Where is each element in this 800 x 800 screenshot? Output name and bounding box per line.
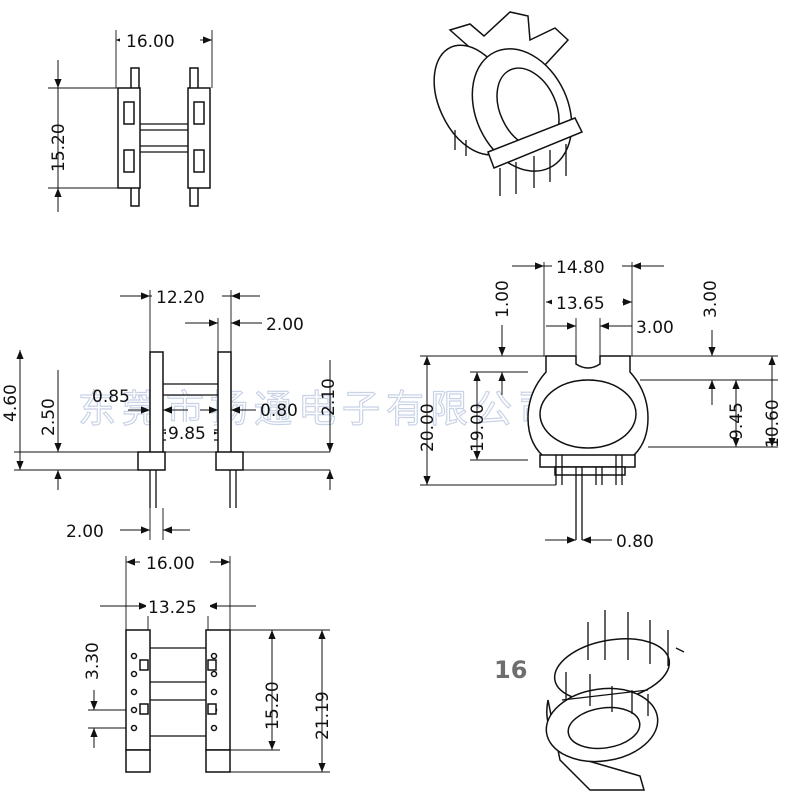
isometric-view-top — [433, 11, 584, 196]
dim-front-flange-height: 10.60 — [763, 399, 783, 448]
dim-front-window-height: 9.45 — [727, 402, 747, 440]
dim-bottom-pin-span: 15.20 — [263, 681, 283, 730]
dim-bottom-overall-width: 16.00 — [146, 554, 195, 574]
dim-bottom-overall-length: 21.19 — [313, 691, 333, 740]
dim-front-pin-width: 0.80 — [616, 532, 654, 552]
top-view — [48, 30, 213, 212]
dim-side-inner-width: 9.85 — [168, 424, 206, 444]
dim-front-inner-width: 13.65 — [556, 294, 605, 314]
dim-side-pin-offset: 2.00 — [66, 522, 104, 542]
part-number-label: 16 — [494, 656, 527, 684]
dim-side-height-right: 2.10 — [319, 378, 339, 416]
dim-front-slot-depth: 1.00 — [493, 280, 513, 318]
side-view — [14, 286, 334, 540]
dim-bottom-pin-pitch: 3.30 — [83, 642, 103, 680]
dim-side-slot-right: 0.80 — [260, 401, 298, 421]
dim-front-outer-width: 14.80 — [556, 258, 605, 278]
isometric-view-bottom — [545, 610, 685, 791]
dim-front-slot-width: 3.00 — [636, 318, 674, 338]
front-view — [420, 256, 778, 544]
bottom-view — [88, 552, 330, 773]
dim-side-slot-left: 0.85 — [92, 387, 130, 407]
dim-side-height-outer: 4.60 — [1, 384, 21, 422]
dim-front-body-height: 19.00 — [468, 403, 488, 452]
dim-side-height-inner: 2.50 — [39, 398, 59, 436]
dim-front-slot-height: 3.00 — [701, 280, 721, 318]
dim-side-overall-width: 12.20 — [156, 288, 205, 308]
dim-top-width: 16.00 — [126, 32, 175, 52]
dim-bottom-pin-row-spacing: 13.25 — [148, 598, 197, 618]
dim-side-flange-thickness: 2.00 — [266, 315, 304, 335]
dim-top-height: 15.20 — [49, 123, 69, 172]
dim-front-overall-height: 20.00 — [418, 403, 438, 452]
